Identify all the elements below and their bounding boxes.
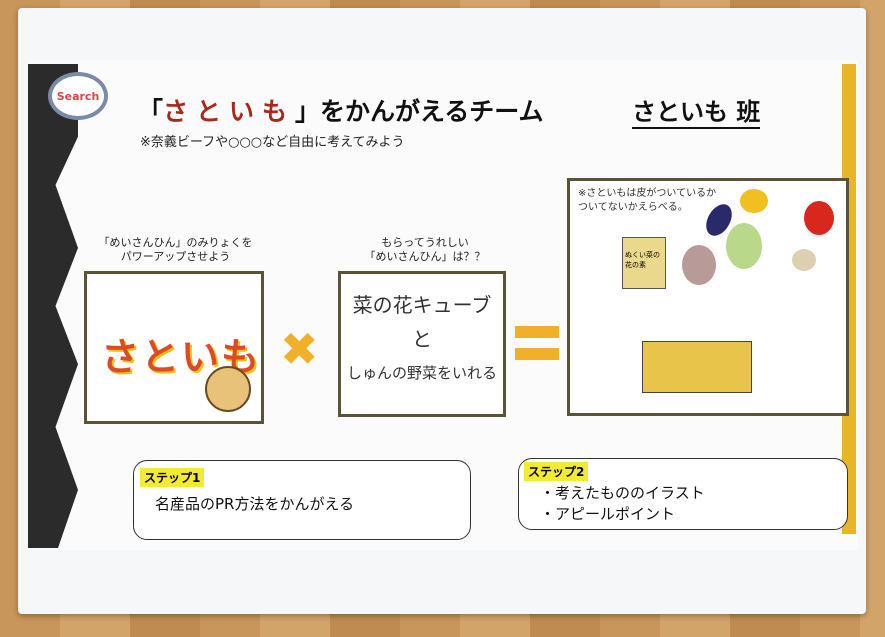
title-bracket: 「 — [138, 97, 164, 126]
citrus-drawing — [740, 189, 768, 213]
middle-caption: もらってうれしい 「めいさんひん」は？？ — [364, 236, 486, 263]
equals-top-bar — [515, 326, 559, 338]
middle-answer-box: 菜の花キューブ と しゅんの野菜をいれる — [338, 271, 506, 417]
left-drawing-box: さといも — [84, 271, 264, 424]
step2-label: ステップ2 — [524, 462, 589, 481]
answer-line-1: 菜の花キューブ — [352, 293, 492, 317]
tomato-drawing — [804, 201, 834, 235]
step2-item: ・アピールポイント — [540, 505, 676, 523]
cardboard-box-drawing — [642, 341, 752, 393]
mascot-drawing — [205, 366, 251, 412]
left-caption: 「めいさんひん」のみりょくを パワーアップさせよう — [98, 236, 253, 263]
potato-drawing — [792, 249, 816, 271]
right-illustration-box: ※さといもは皮がついているか ついてないかえらべる。 ぬくい菜の花の素 — [567, 178, 849, 416]
taro-drawing — [682, 245, 716, 285]
step2-item: ・考えたもののイラスト — [540, 484, 705, 502]
team-name: さといも 班 — [632, 92, 761, 129]
multiply-icon: ✖ — [280, 322, 319, 376]
subtitle: ※奈義ビーフや○○○など自由に考えてみよう — [140, 135, 405, 150]
page-title: 「さといも」をかんがえるチーム — [138, 92, 544, 128]
logo-text: Search — [56, 89, 100, 103]
package-label: ぬくい菜の花の素 — [625, 251, 660, 269]
step1-label: ステップ1 — [140, 468, 205, 487]
cabbage-drawing — [726, 223, 762, 269]
search-magnifier-icon: Search — [48, 72, 108, 120]
answer-line-2: と — [412, 327, 432, 351]
answer-line-3: しゅんの野菜をいれる — [346, 364, 497, 382]
step1-text: 名産品のPR方法をかんがえる — [155, 495, 355, 513]
title-name: さといも — [163, 97, 296, 126]
illustration-note: ※さといもは皮がついているか ついてないかえらべる。 — [578, 188, 717, 213]
title-rest: 」をかんがえるチーム — [295, 97, 544, 126]
package-drawing: ぬくい菜の花の素 — [622, 237, 666, 289]
equals-bottom-bar — [515, 348, 559, 360]
